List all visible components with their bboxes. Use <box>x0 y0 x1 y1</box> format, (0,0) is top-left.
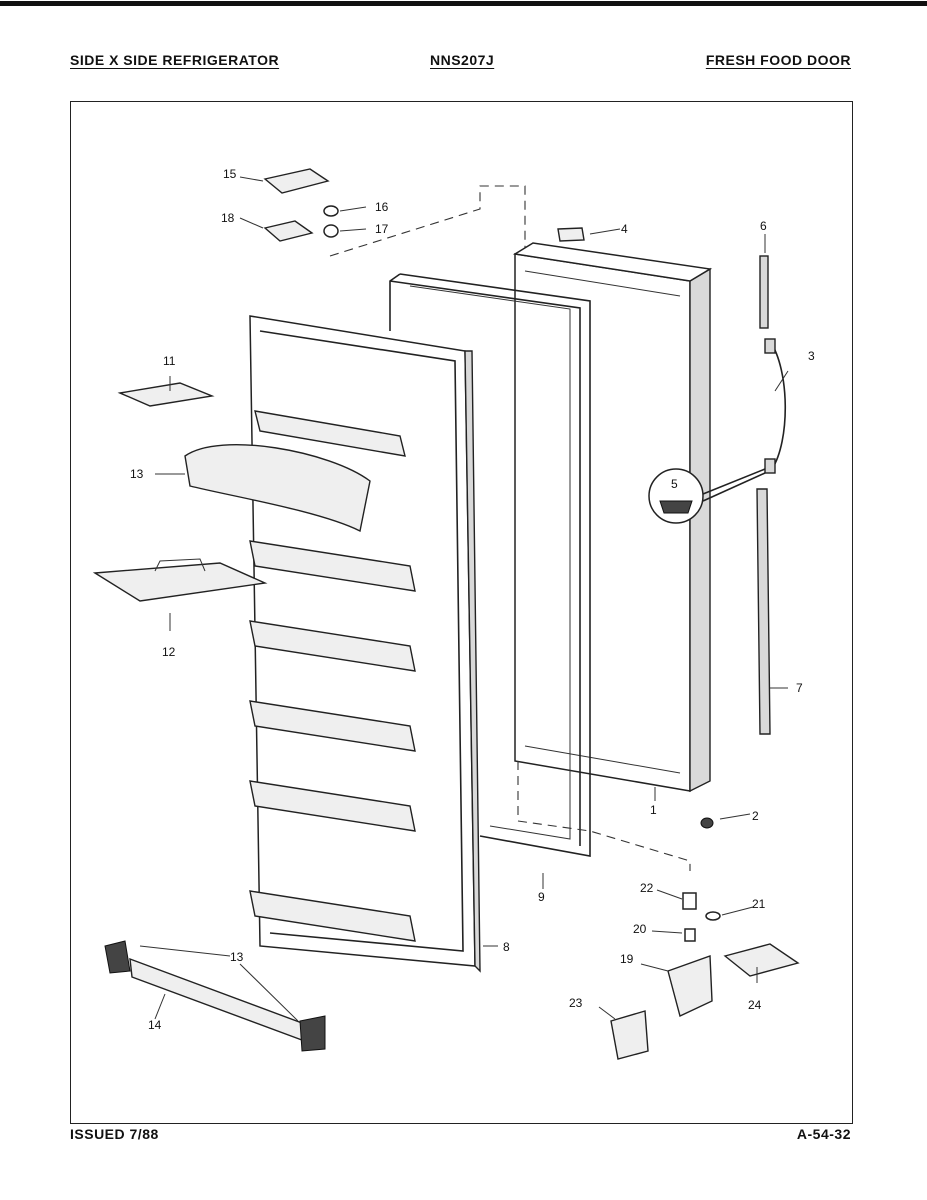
handle-trim-part <box>756 488 771 735</box>
issued-date: ISSUED 7/88 <box>70 1126 159 1142</box>
callout-17: 17 <box>375 222 389 236</box>
header-section-title: FRESH FOOD DOOR <box>705 52 851 68</box>
callout-14: 14 <box>148 1018 162 1032</box>
page-code: A-54-32 <box>796 1126 851 1142</box>
callout-13-caps: 13 <box>230 950 244 964</box>
callout-9: 9 <box>538 890 545 904</box>
callout-1: 1 <box>650 803 657 817</box>
door-bar-part <box>104 940 326 1052</box>
callout-3: 3 <box>808 349 815 363</box>
plug-button-part <box>700 817 714 829</box>
callout-18: 18 <box>221 211 235 225</box>
callout-19: 19 <box>620 952 634 966</box>
callout-16: 16 <box>375 200 389 214</box>
callout-22: 22 <box>640 881 654 895</box>
bottom-hinge-parts <box>610 892 800 1060</box>
screw-detail-inset <box>648 468 766 524</box>
callout-5: 5 <box>671 477 678 491</box>
callout-11: 11 <box>163 354 176 368</box>
door-trim-part <box>557 227 585 242</box>
top-hinge-parts <box>263 168 339 242</box>
header-model-number: NNS207J <box>430 52 495 68</box>
egg-tray-part <box>92 558 268 602</box>
door-gasket-part <box>389 273 691 871</box>
exploded-parts-diagram: 1 2 3 4 5 6 7 8 9 11 12 13 13 14 15 16 1… <box>92 167 815 1060</box>
butter-compartment-part <box>117 382 215 407</box>
door-shelves <box>249 410 416 942</box>
door-handle-part <box>769 340 787 470</box>
callout-13-dairy: 13 <box>130 467 144 481</box>
callout-21: 21 <box>752 897 766 911</box>
callout-4: 4 <box>621 222 628 236</box>
callout-12: 12 <box>162 645 176 659</box>
dairy-door-part <box>184 444 371 533</box>
handle-cap-part <box>759 255 769 329</box>
callout-2: 2 <box>752 809 759 823</box>
callout-leaders <box>139 176 789 1022</box>
outer-door-panel-part <box>512 242 713 793</box>
hinge-alignment-line <box>329 185 526 257</box>
callout-8: 8 <box>503 940 510 954</box>
diagram-frame <box>70 101 853 1124</box>
callout-20: 20 <box>633 922 647 936</box>
callout-6: 6 <box>760 219 767 233</box>
header-product-type: SIDE X SIDE REFRIGERATOR <box>70 52 280 68</box>
callout-7: 7 <box>796 681 803 695</box>
callout-24: 24 <box>748 998 762 1012</box>
callout-23: 23 <box>569 996 583 1010</box>
top-rule <box>0 1 927 6</box>
callout-15: 15 <box>223 167 237 181</box>
